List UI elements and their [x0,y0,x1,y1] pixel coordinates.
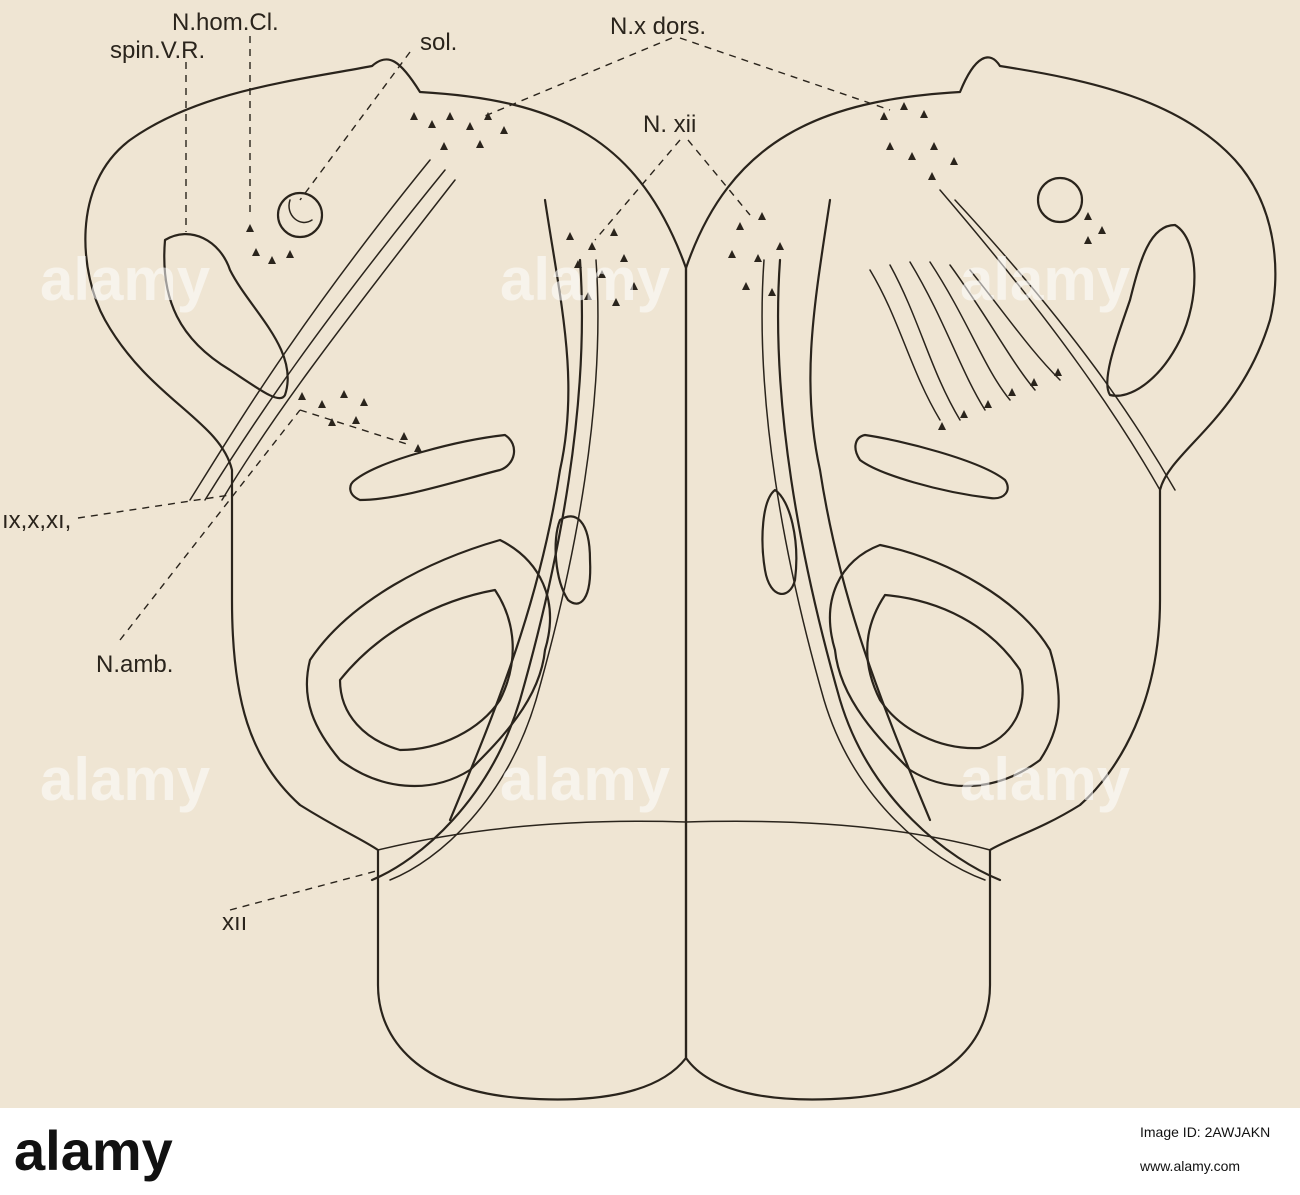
stock-footer-bar: alamy Image ID: 2AWJAKN www.alamy.com [0,1108,1300,1195]
right-nucleus-x-dorsal-cells [880,102,958,180]
right-root-fibres-b [954,199,1176,491]
label-n-x-dors: N.x dors. [610,13,706,40]
leader-n-x-dors-left [479,37,673,119]
right-vagus-fibre-bundle [869,261,1061,421]
right-hypoglossal-root-b [761,259,986,881]
left-inferior-olive [305,538,552,788]
left-nucleus-ambiguus-cells [298,390,422,452]
leader-n-xii-right [687,139,751,216]
watermark-text: alamy [960,246,1131,313]
watermark-overlay: alamy alamy alamy alamy alamy alamy [40,246,1131,813]
watermark-text: alamy [960,746,1131,813]
left-hypoglossal-root [370,258,584,882]
left-nucleus-x-dorsal-cells [410,112,508,150]
right-spinal-trigeminal-root [1106,223,1196,397]
left-solitary-tract [276,191,324,239]
pyramid-boundary [377,820,991,851]
label-ix-x-xi: ıx,x,xı, [2,507,71,534]
left-olive-inner [338,588,514,752]
right-hypoglossal-root [776,258,1002,882]
right-fourth-ventricle-wall [809,198,932,822]
right-hypoglossal-nucleus-cells [728,212,784,296]
left-hypoglossal-root-b [389,259,599,881]
right-inferior-olive [828,543,1060,788]
leader-n-amb-a [119,409,301,641]
watermark-text: alamy [500,246,671,313]
leader-n-amb-b [299,409,411,446]
leader-ix-x-xi [77,494,231,519]
left-fourth-ventricle-wall [448,198,570,822]
right-nucleus-ambiguus-cells [938,368,1062,430]
label-n-amb: N.amb. [96,651,173,678]
medulla-cross-section-diagram: N.hom.Cl. spin.V.R. sol. N.x dors. N. xi… [2,9,1277,1101]
watermark-text: alamy [40,246,211,313]
leader-n-xii-left [594,139,681,241]
right-small-nucleus [761,488,798,596]
right-lemniscus-bar [854,433,1009,500]
left-hypoglossal-nucleus-cells [566,228,638,306]
alamy-logo-text: alamy [14,1120,173,1182]
label-n-xii: N. xii [643,111,696,138]
label-sol: sol. [420,29,457,56]
left-root-fibres-c [221,179,456,501]
alamy-logo[interactable]: alamy [14,1120,274,1182]
label-n-hom-cl: N.hom.Cl. [172,9,279,36]
left-small-nucleus [554,515,592,605]
right-small-cell-group [1084,212,1106,244]
label-spin-vr: spin.V.R. [110,37,205,64]
left-root-fibres-a [189,159,431,501]
right-solitary-tract [1036,176,1084,224]
leader-xii [229,869,381,911]
leader-sol [299,51,411,201]
left-spinal-trigeminal-root [163,233,289,400]
image-id-label: Image ID: 2AWJAKN [1140,1124,1271,1140]
leader-n-x-dors-right [679,37,891,111]
left-root-fibres-b [204,169,446,501]
left-nucleus-hom-cl-cells [246,224,294,264]
site-url[interactable]: www.alamy.com [1140,1158,1241,1174]
watermark-text: alamy [40,746,211,813]
left-lemniscus-bar [349,433,516,502]
diagram-plate: N.hom.Cl. spin.V.R. sol. N.x dors. N. xi… [0,0,1300,1108]
left-solitary-inner [288,199,313,224]
left-half-outline [84,58,688,1101]
watermark-text: alamy [500,746,671,813]
right-olive-inner [866,593,1024,750]
right-root-fibres-a [939,189,1161,491]
right-half-outline [684,56,1277,1101]
label-xii: xıı [222,909,247,936]
